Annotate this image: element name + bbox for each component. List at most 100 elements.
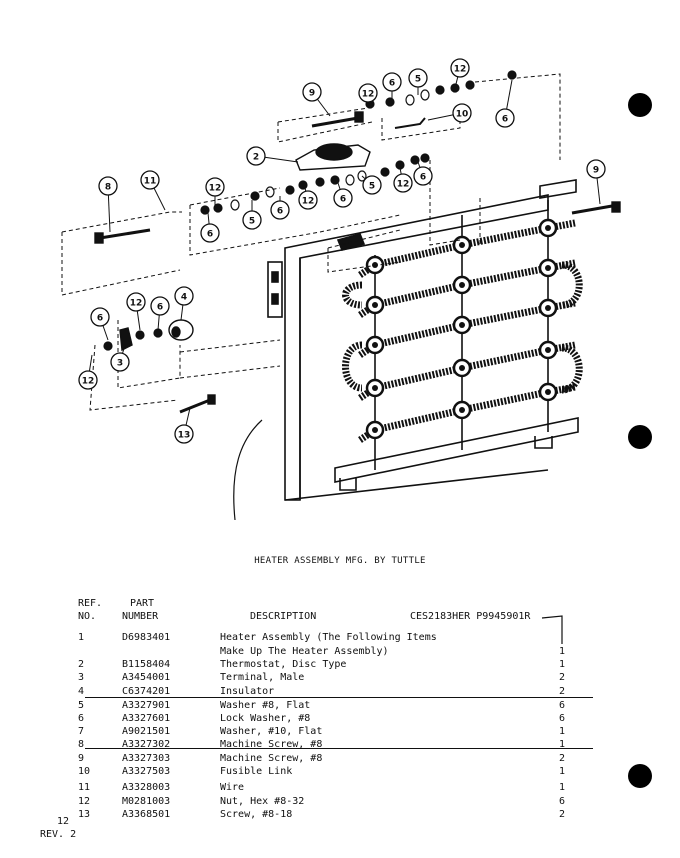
callout-12: 12 xyxy=(126,292,146,331)
callout-6: 6 xyxy=(90,307,110,341)
part-number-cell: A3368501 xyxy=(122,809,171,820)
callout-9: 9 xyxy=(302,82,331,117)
callout-6: 6 xyxy=(270,196,290,220)
description-cell: Wire xyxy=(220,782,245,793)
part-number-cell: D6983401 xyxy=(122,632,171,643)
part-number-cell: A3327302 xyxy=(122,739,171,750)
mounting-bracket xyxy=(284,194,549,501)
description-cell: Washer, #10, Flat xyxy=(220,726,323,737)
description-cell: Terminal, Male xyxy=(220,672,305,683)
svg-text:8: 8 xyxy=(105,182,111,192)
header-ref-line1: REF. xyxy=(78,598,103,609)
part-number-cell: B1158404 xyxy=(122,659,171,670)
quantity-cell: 6 xyxy=(558,796,566,807)
description-cell: Make Up The Heater Assembly) xyxy=(220,646,389,657)
coil-loop xyxy=(561,344,583,394)
callout-12: 12 xyxy=(358,83,378,103)
coil-insulator-center xyxy=(545,305,551,311)
hardware-nut xyxy=(380,167,390,177)
svg-text:6: 6 xyxy=(389,78,395,88)
ref-number-cell: 10 xyxy=(78,766,91,777)
svg-text:3: 3 xyxy=(117,358,123,368)
hardware-nut xyxy=(315,177,325,187)
part-number-cell: A3327601 xyxy=(122,713,171,724)
part-number-cell: A3327503 xyxy=(122,766,171,777)
quantity-cell: 2 xyxy=(558,686,566,697)
callout-12: 12 xyxy=(298,187,318,210)
ref-number-cell: 2 xyxy=(78,659,85,670)
hardware-nut xyxy=(465,80,475,90)
description-cell: Heater Assembly (The Following Items xyxy=(220,632,437,643)
svg-text:6: 6 xyxy=(97,313,103,323)
svg-text:12: 12 xyxy=(454,64,467,74)
coil-insulator-center xyxy=(545,265,551,271)
part-number-cell: C6374201 xyxy=(122,686,171,697)
hardware-nut xyxy=(435,85,445,95)
hardware-nut xyxy=(135,330,145,340)
callout-6: 6 xyxy=(413,161,433,186)
callout-12: 12 xyxy=(450,58,470,85)
hardware-washer xyxy=(357,170,367,182)
hardware-washer xyxy=(420,89,430,101)
hardware-nut xyxy=(507,70,517,80)
hardware-washer xyxy=(405,94,415,106)
diagram-title: HEATER ASSEMBLY MFG. BY TUTTLE xyxy=(254,556,426,566)
svg-text:10: 10 xyxy=(456,109,469,119)
callout-3: 3 xyxy=(110,344,130,372)
quantity-cell: 1 xyxy=(558,646,566,657)
svg-text:6: 6 xyxy=(340,194,346,204)
svg-text:11: 11 xyxy=(144,176,157,186)
header-description: DESCRIPTION xyxy=(250,611,317,622)
callout-12: 12 xyxy=(205,177,225,205)
part-number-cell: A9021501 xyxy=(122,726,171,737)
svg-text:12: 12 xyxy=(397,179,410,189)
quantity-cell: 1 xyxy=(558,739,566,750)
ref-number-cell: 13 xyxy=(78,809,91,820)
quantity-cell: 1 xyxy=(558,782,566,793)
coil-loop xyxy=(342,281,363,309)
callout-10: 10 xyxy=(427,103,472,123)
hardware-nut xyxy=(103,341,113,351)
coil-insulator-center xyxy=(372,385,378,391)
hardware-nut xyxy=(410,155,420,165)
coil-insulator-center xyxy=(372,342,378,348)
part-number-cell: A3327303 xyxy=(122,753,171,764)
callout-6: 6 xyxy=(495,79,515,128)
row-divider xyxy=(85,748,593,749)
model-bracket xyxy=(541,615,563,644)
svg-text:5: 5 xyxy=(415,74,421,84)
callout-12: 12 xyxy=(393,167,413,193)
callout-8: 8 xyxy=(98,176,118,233)
ref-number-cell: 1 xyxy=(78,632,85,643)
callout-5: 5 xyxy=(408,68,428,95)
svg-text:9: 9 xyxy=(309,88,315,98)
coil-insulator-center xyxy=(459,282,465,288)
punch-hole xyxy=(628,425,652,449)
hardware-nut xyxy=(395,160,405,170)
quantity-cell: 2 xyxy=(558,809,566,820)
svg-text:5: 5 xyxy=(249,216,255,226)
callout-2: 2 xyxy=(246,146,299,166)
description-cell: Nut, Hex #8-32 xyxy=(220,796,305,807)
description-cell: Thermostat, Disc Type xyxy=(220,659,347,670)
ref-number-cell: 7 xyxy=(78,726,85,737)
svg-text:12: 12 xyxy=(302,196,315,206)
hardware-nut xyxy=(285,185,295,195)
header-part-line2: NUMBER xyxy=(122,611,159,622)
punch-hole xyxy=(628,93,652,117)
ref-number-cell: 5 xyxy=(78,700,85,711)
page-number: 12 xyxy=(57,816,70,827)
coil-insulator-center xyxy=(459,242,465,248)
hardware-nut xyxy=(250,191,260,201)
svg-text:6: 6 xyxy=(207,229,213,239)
ref-number-cell: 6 xyxy=(78,713,85,724)
coil-loop xyxy=(561,261,583,309)
coil-insulator-center xyxy=(459,365,465,371)
heater-coils xyxy=(342,218,583,443)
ref-number-cell: 12 xyxy=(78,796,91,807)
callout-13: 13 xyxy=(174,407,194,444)
header-ref-line2: NO. xyxy=(78,611,97,622)
hardware-nut xyxy=(153,328,163,338)
